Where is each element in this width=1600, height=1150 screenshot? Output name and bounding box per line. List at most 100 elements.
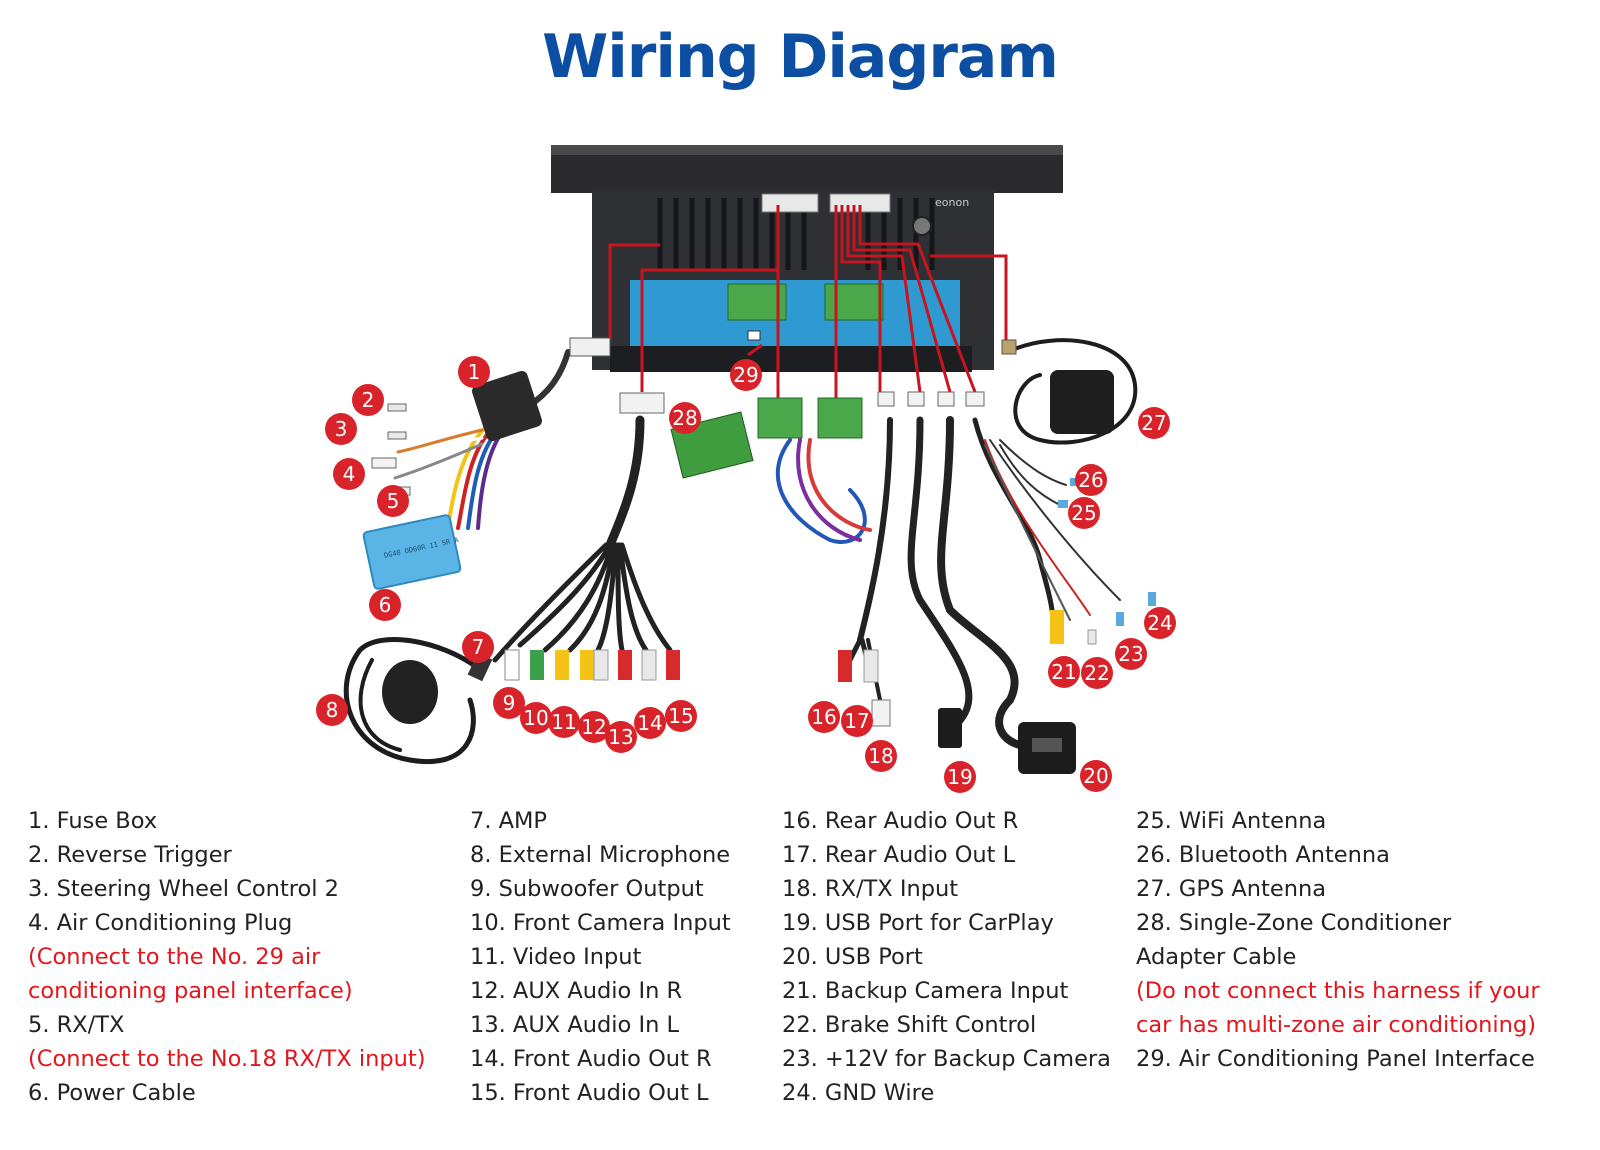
- rca-plug-aux-l: [618, 650, 632, 680]
- rca-lead-10: [542, 542, 615, 653]
- svg-text:7: 7: [472, 635, 485, 659]
- rca-plug-front-out-l: [666, 650, 680, 680]
- badge-29: 29: [730, 359, 762, 391]
- badge-27: 27: [1138, 407, 1170, 439]
- svg-text:10: 10: [523, 706, 548, 730]
- ac-wire-blue: [775, 438, 867, 544]
- leader-line-gps: [930, 254, 1008, 350]
- rca-plug-front-camera: [530, 650, 544, 680]
- rca-plug-rear-out-r: [838, 650, 852, 682]
- head-unit: eonon: [551, 145, 1063, 372]
- svg-text:11: 11: [551, 710, 576, 734]
- rear-port-block-left: [761, 193, 819, 213]
- wire-white: [390, 436, 484, 467]
- rca-plug-front-out-r: [641, 649, 657, 681]
- badge-25: 25: [1068, 497, 1100, 529]
- legend-note: (Do not connect this harness if your: [1136, 978, 1540, 1004]
- legend-item: 5. RX/TX: [28, 1012, 125, 1038]
- rca-lead-15: [619, 542, 673, 653]
- svg-text:15: 15: [668, 704, 693, 728]
- legend-note: car has multi-zone air conditioning): [1136, 1012, 1536, 1038]
- badge-23: 23: [1115, 638, 1147, 670]
- rca-plug-aux-r: [593, 649, 609, 681]
- legend-item: 24. GND Wire: [782, 1080, 935, 1106]
- svg-text:3: 3: [335, 417, 348, 441]
- legend-item: 10. Front Camera Input: [470, 910, 731, 936]
- svg-text:26: 26: [1078, 468, 1103, 492]
- badge-5: 5: [377, 485, 409, 517]
- legend-item: 22. Brake Shift Control: [782, 1012, 1037, 1038]
- unit-brand-label: eonon: [935, 196, 969, 209]
- rca-harness-plug: [619, 392, 665, 414]
- mounting-bracket: [630, 280, 960, 348]
- legend-item: 12. AUX Audio In R: [470, 978, 683, 1004]
- badge-7: 7: [462, 631, 494, 663]
- reverse-trigger-terminal: [387, 403, 407, 412]
- badge-19: 19: [944, 761, 976, 793]
- cable-group: [343, 338, 1138, 764]
- legend-column-3: 16. Rear Audio Out R 17. Rear Audio Out …: [782, 804, 1111, 1110]
- plus12v-wire: [984, 439, 1091, 616]
- legend-item: 25. WiFi Antenna: [1136, 808, 1327, 834]
- badge-6: 6: [369, 589, 401, 621]
- usb-carplay-plug: [907, 391, 925, 407]
- legend-item: 9. Subwoofer Output: [470, 876, 704, 902]
- legend-item: Adapter Cable: [1136, 944, 1297, 970]
- badge-16: 16: [808, 701, 840, 733]
- badge-13: 13: [605, 721, 637, 753]
- leader-line-usb-carplay: [846, 205, 922, 393]
- rca-lead-13: [615, 542, 625, 653]
- leader-line-rxtx: [840, 205, 882, 392]
- heatsink-fins: [657, 198, 935, 270]
- badge-9: 9: [493, 687, 525, 719]
- badge-18: 18: [865, 740, 897, 772]
- usb-cable: [937, 416, 1024, 749]
- legend-item: 21. Backup Camera Input: [782, 978, 1069, 1004]
- wire-orange: [396, 428, 484, 454]
- legend-item: 4. Air Conditioning Plug: [28, 910, 293, 936]
- wifi-antenna-wire: [999, 444, 1061, 506]
- svg-text:4: 4: [343, 462, 356, 486]
- wiring-illustration: eonon: [316, 145, 1176, 793]
- legend-item: 27. GPS Antenna: [1136, 876, 1326, 902]
- svg-text:23: 23: [1118, 642, 1143, 666]
- legend-item: 13. AUX Audio In L: [470, 1012, 680, 1038]
- svg-text:19: 19: [947, 765, 972, 789]
- svg-text:16: 16: [811, 705, 836, 729]
- rca-harness-main: [605, 415, 645, 550]
- ac-panel-interface-port: [747, 330, 761, 341]
- legend-item: 18. RX/TX Input: [782, 876, 959, 902]
- svg-text:18: 18: [868, 744, 893, 768]
- legend-item: 16. Rear Audio Out R: [782, 808, 1019, 834]
- ac-wire-red: [806, 438, 872, 532]
- rca-lead-9: [517, 542, 613, 648]
- rca-lead-12: [595, 542, 619, 653]
- svg-text:12: 12: [581, 715, 606, 739]
- legend-column-2: 7. AMP 8. External Microphone 9. Subwoof…: [470, 804, 731, 1110]
- leader-line-camera: [858, 205, 977, 393]
- svg-text:9: 9: [503, 691, 516, 715]
- svg-text:13: 13: [608, 725, 633, 749]
- leader-line-usb: [852, 205, 952, 393]
- legend-note: (Connect to the No. 29 air: [28, 944, 321, 970]
- svg-text:17: 17: [844, 709, 869, 733]
- badge-2: 2: [352, 384, 384, 416]
- legend-item: 15. Front Audio Out L: [470, 1080, 709, 1106]
- badge-4: 4: [333, 458, 365, 490]
- leader-lines: [608, 205, 1008, 402]
- usb-plug: [937, 391, 955, 407]
- fuse-box: [472, 371, 542, 441]
- legend-column-1: 1. Fuse Box 2. Reverse Trigger 3. Steeri…: [28, 804, 426, 1110]
- rca-lead-14: [617, 542, 649, 653]
- ac-adapter-plug-a: [757, 397, 803, 439]
- legend-item: 8. External Microphone: [470, 842, 731, 868]
- legend-item: 29. Air Conditioning Panel Interface: [1136, 1046, 1535, 1072]
- legend-item: 7. AMP: [470, 808, 547, 834]
- ac-plug-socket-left: [727, 283, 787, 321]
- wifi-antenna-tip: [1058, 500, 1068, 508]
- legend-note: conditioning panel interface): [28, 978, 353, 1004]
- badge-28: 28: [669, 402, 701, 434]
- badge-24: 24: [1144, 607, 1176, 639]
- badge-3: 3: [325, 413, 357, 445]
